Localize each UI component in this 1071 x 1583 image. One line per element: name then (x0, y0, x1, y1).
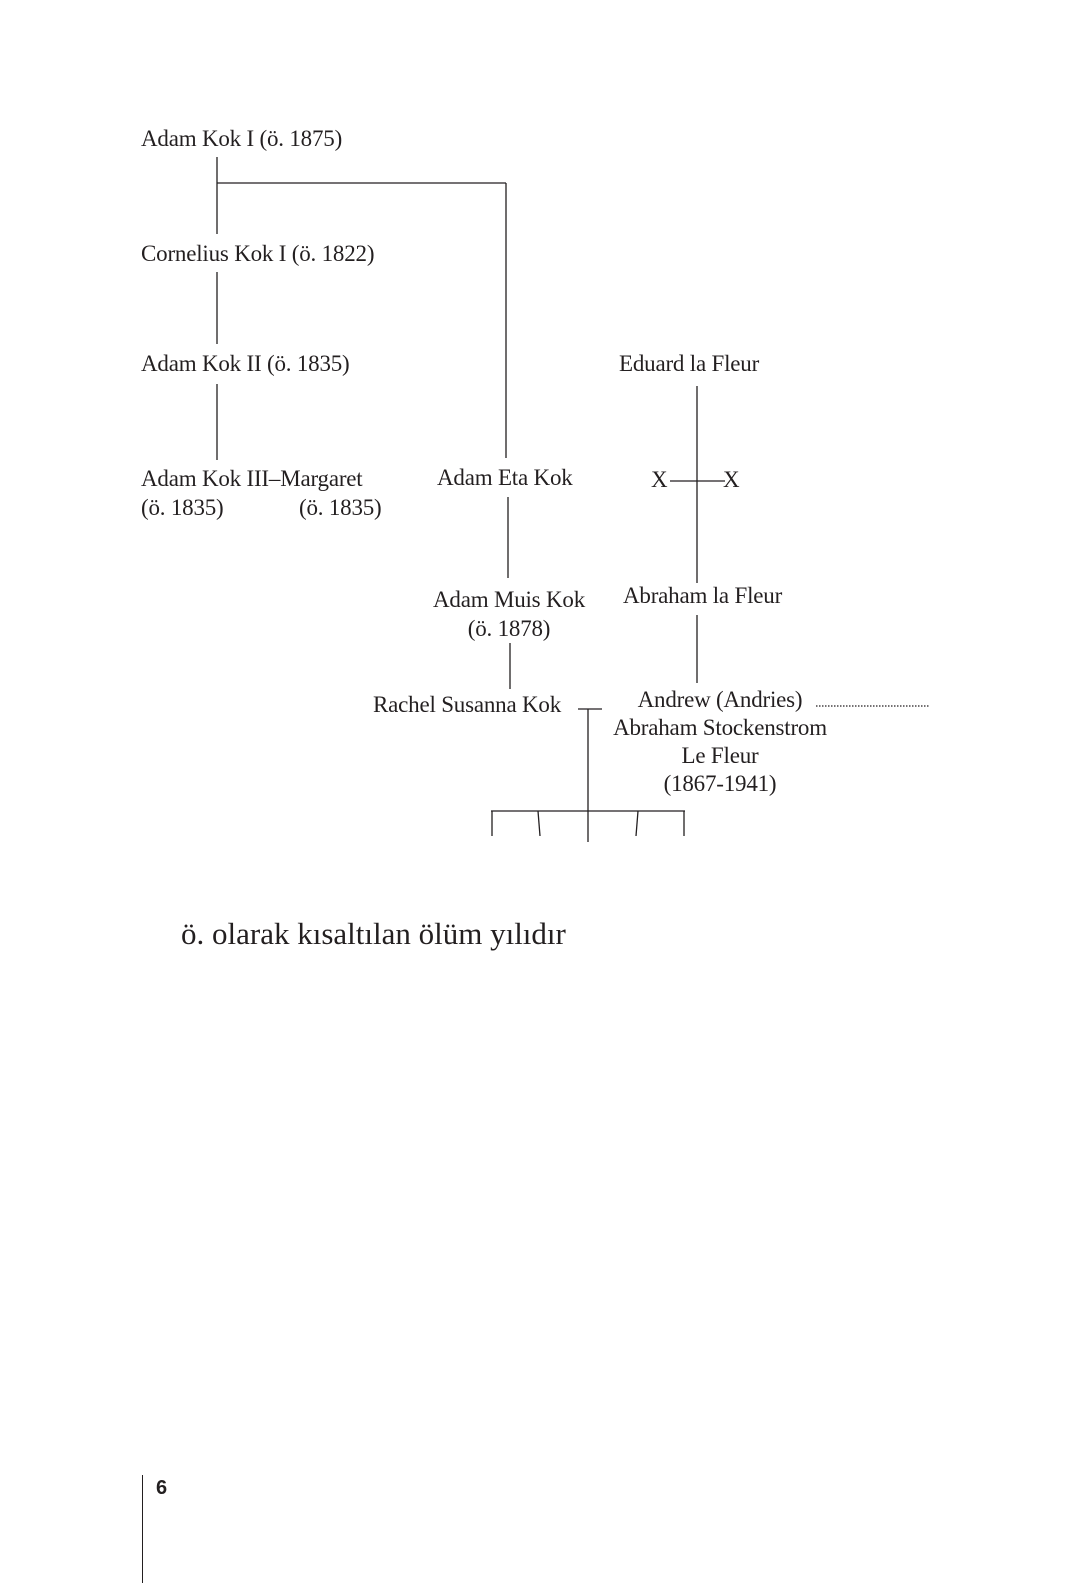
margin-rule (142, 1475, 143, 1583)
x-left: X (651, 467, 668, 492)
adam-kok-3-name: Adam Kok III (141, 466, 269, 491)
node-adam-kok-3: Adam Kok III–Margaret (141, 465, 363, 493)
x-right: X (723, 467, 740, 492)
andrew-line-2: Abraham Stockenstrom (613, 715, 827, 740)
adam-muis-kok-name: Adam Muis Kok (432, 587, 585, 612)
andrew-line-4: (1867-1941) (663, 771, 777, 796)
adam-muis-kok-death: (ö. 1878) (467, 616, 551, 641)
adam-kok-3-death: (ö. 1835) (141, 495, 224, 520)
andrew-line-1: Andrew (Andries) (637, 687, 803, 712)
node-abraham-la-fleur: Abraham la Fleur (623, 583, 783, 608)
node-eduard-la-fleur: Eduard la Fleur (619, 351, 760, 376)
node-cornelius-kok-1: Cornelius Kok I (ö. 1822) (141, 241, 375, 266)
marriage-dash: – (268, 466, 281, 491)
andrew-line-3: Le Fleur (681, 743, 759, 768)
node-adam-kok-2: Adam Kok II (ö. 1835) (141, 351, 350, 376)
child-line-2 (537, 810, 541, 837)
caption: ö. olarak kısaltılan ölüm yılıdır (181, 916, 566, 951)
margaret-death: (ö. 1835) (299, 495, 382, 520)
node-adam-eta-kok: Adam Eta Kok (437, 465, 573, 490)
node-adam-kok-1: Adam Kok I (ö. 1875) (141, 126, 343, 151)
child-line-4 (635, 810, 639, 837)
margaret-name: Margaret (280, 466, 363, 491)
page-number: 6 (156, 1477, 168, 1499)
node-rachel-susanna-kok: Rachel Susanna Kok (373, 692, 562, 717)
